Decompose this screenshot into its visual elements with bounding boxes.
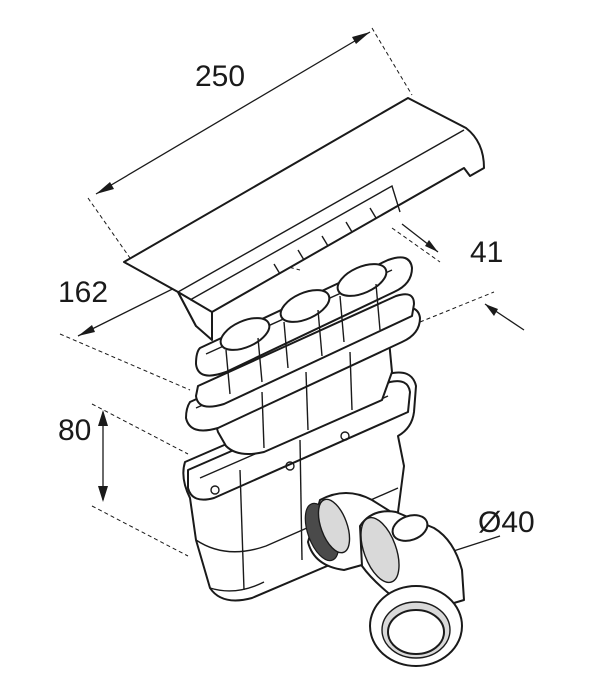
width-label: 162 [58,276,108,309]
dimension-grate-height: 41 [391,223,525,331]
dimension-body-height: 80 [58,403,189,557]
length-label: 250 [195,60,245,93]
oval-port-1 [219,317,271,351]
grate-cover [123,97,485,341]
dimension-length: 250 [87,27,413,259]
outlet-pipe [304,492,465,667]
body-height-label: 80 [58,414,91,447]
oval-port-2 [279,289,331,323]
oval-port-3 [336,263,388,297]
outlet-diameter-label: Ø40 [478,506,535,539]
grate-height-label: 41 [470,236,503,269]
top-frame [195,256,415,408]
